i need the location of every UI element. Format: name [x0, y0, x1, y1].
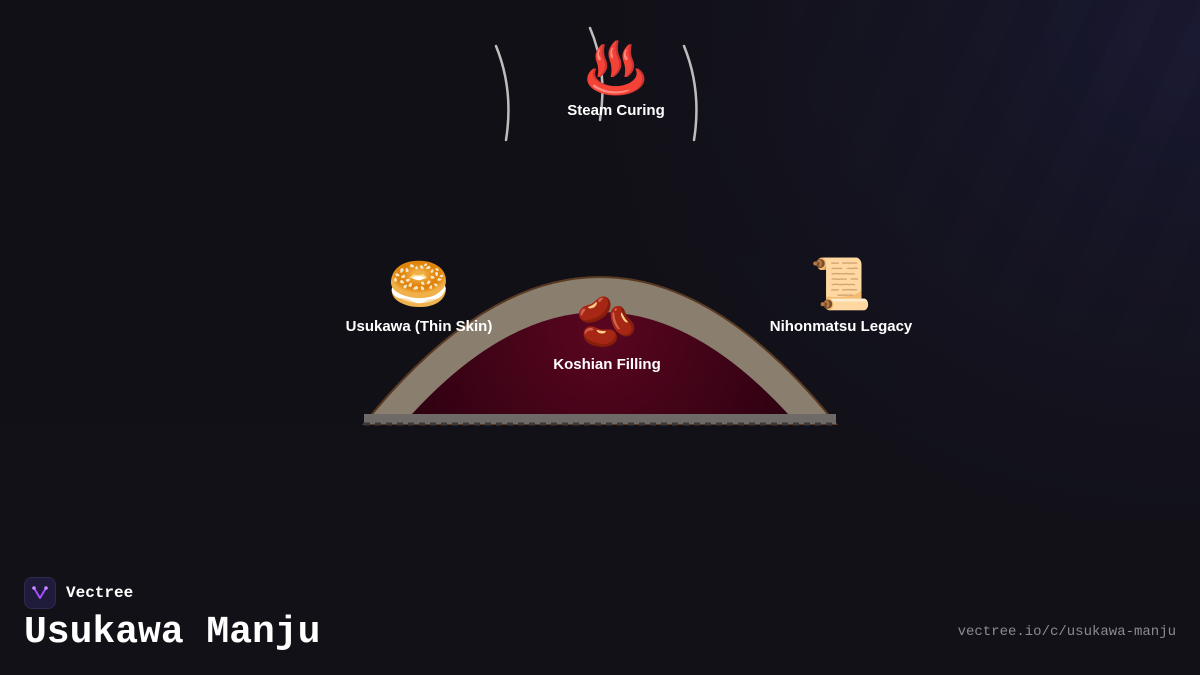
vectree-logo-mark	[32, 586, 48, 599]
node-usukawa-skin: 🥯 Usukawa (Thin Skin)	[346, 256, 493, 335]
node-label: Usukawa (Thin Skin)	[345, 318, 493, 335]
bagel-icon: 🥯	[387, 255, 451, 313]
node-koshian-filling: 🫘 Koshian Filling	[553, 294, 661, 373]
page-url[interactable]: vectree.io/c/usukawa-manju	[957, 624, 1176, 640]
node-label: Steam Curing	[567, 102, 665, 119]
manju-base	[364, 414, 836, 424]
steam-line-right	[682, 44, 698, 142]
scroll-icon: 📜	[809, 255, 873, 313]
node-nihonmatsu-legacy: 📜 Nihonmatsu Legacy	[770, 256, 913, 335]
node-steam-curing: ♨️ Steam Curing	[567, 40, 665, 119]
node-label: Nihonmatsu Legacy	[769, 318, 913, 335]
steam-line-center	[588, 26, 604, 122]
hot-springs-icon: ♨️	[584, 39, 648, 97]
manju-filling-shape	[412, 312, 788, 414]
steam-line-left	[494, 44, 510, 142]
brand: Vectree	[24, 577, 133, 609]
page-title: Usukawa Manju	[24, 611, 321, 654]
node-label: Koshian Filling	[553, 356, 661, 373]
beans-icon: 🫘	[575, 293, 639, 351]
vectree-logo-icon	[24, 577, 56, 609]
brand-name: Vectree	[66, 584, 134, 602]
